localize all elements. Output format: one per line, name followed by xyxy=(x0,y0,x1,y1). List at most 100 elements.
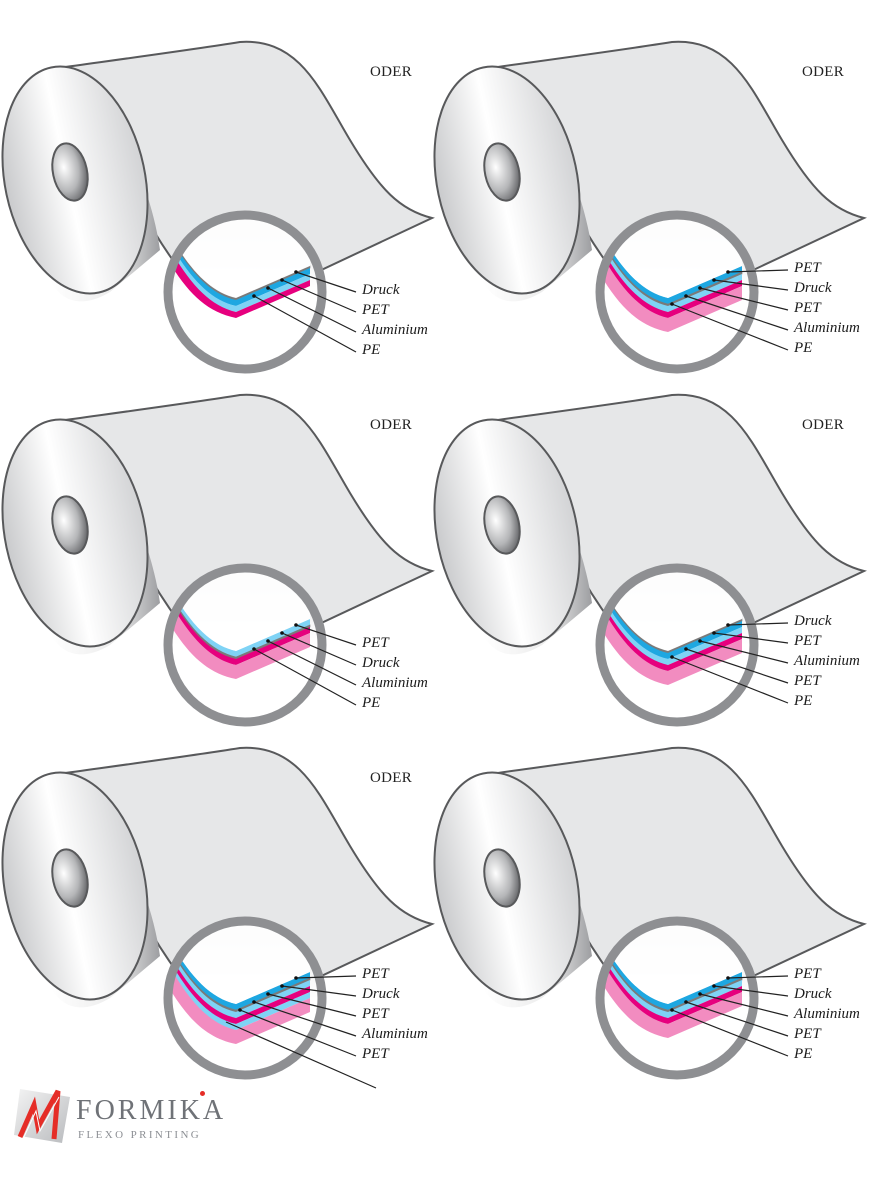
laminate-top-surface xyxy=(604,572,742,651)
leader-line xyxy=(267,640,357,686)
leader-line xyxy=(727,269,789,273)
leader-line xyxy=(225,1021,377,1089)
magnifier-ring xyxy=(163,916,327,1080)
leader-line xyxy=(671,1009,789,1057)
leader-dot xyxy=(712,278,716,282)
layer-label: PET xyxy=(362,966,389,982)
leader-dot xyxy=(280,984,284,988)
layer-label: PET xyxy=(362,302,389,318)
laminate-top-surface xyxy=(172,572,310,651)
magnifier-ring xyxy=(163,563,327,727)
leader-dot xyxy=(684,1000,688,1004)
formika-logo: FORMIKA FLEXO PRINTING xyxy=(14,1085,254,1150)
logo-name: FORMIKA xyxy=(76,1095,227,1126)
oder-label: ODER xyxy=(370,770,413,786)
roll-core xyxy=(51,495,89,555)
leader-line xyxy=(713,632,789,644)
leader-dot xyxy=(266,639,270,643)
magnifier-ring xyxy=(595,563,759,727)
layer-band-pe xyxy=(604,255,742,332)
leader-line xyxy=(295,975,357,979)
roll-core xyxy=(483,142,521,202)
cross-section xyxy=(604,572,743,685)
layer-label: Druck xyxy=(362,986,400,1002)
leader-dot xyxy=(670,655,674,659)
layer-label: PET xyxy=(794,673,821,689)
cross-section xyxy=(604,219,743,332)
leader-line xyxy=(295,624,357,646)
leader-dot xyxy=(684,647,688,651)
cross-section xyxy=(172,925,311,1044)
leader-line xyxy=(699,640,789,664)
leader-line xyxy=(685,648,789,684)
laminate-top-surface xyxy=(172,219,310,298)
layer-label: Druck xyxy=(362,282,400,298)
layer-label: PET xyxy=(362,635,389,651)
leader-line xyxy=(685,1001,789,1037)
leader-line xyxy=(295,271,357,293)
leader-line xyxy=(281,279,357,313)
oder-label: ODER xyxy=(802,417,845,433)
leader-line xyxy=(281,985,357,997)
roll-illustration xyxy=(433,40,867,374)
roll-core xyxy=(483,848,521,908)
leader-dot xyxy=(266,992,270,996)
layer-label: PET xyxy=(794,260,821,276)
leader-dot xyxy=(726,270,730,274)
layer-label: PE xyxy=(794,340,813,356)
roll-core xyxy=(51,848,89,908)
layer-label: Aluminium xyxy=(362,675,428,691)
leader-dot xyxy=(698,639,702,643)
leader-dot xyxy=(294,270,298,274)
leader-line xyxy=(685,295,789,331)
leader-line xyxy=(671,303,789,351)
leader-dot xyxy=(726,623,730,627)
magnifier-ring xyxy=(163,210,327,374)
leader-dot xyxy=(670,302,674,306)
layer-band-pe xyxy=(604,608,742,685)
roll-core xyxy=(483,495,521,555)
layer-label: PET xyxy=(362,1046,389,1062)
roll-core xyxy=(51,142,89,202)
leader-dot xyxy=(294,623,298,627)
leader-dot xyxy=(684,294,688,298)
laminate-top-surface xyxy=(604,219,742,298)
layer-label: PET xyxy=(794,1026,821,1042)
leader-dot xyxy=(238,1008,242,1012)
leader-dot xyxy=(712,984,716,988)
logo-subtitle: FLEXO PRINTING xyxy=(78,1129,202,1141)
leader-dot xyxy=(280,631,284,635)
leader-line xyxy=(713,279,789,291)
layer-label: PE xyxy=(362,695,381,711)
leader-line xyxy=(699,287,789,311)
leader-line xyxy=(713,985,789,997)
layer-label: Druck xyxy=(794,613,832,629)
magnifier-ring xyxy=(595,916,759,1080)
oder-label: ODER xyxy=(802,64,845,80)
layer-label: PE xyxy=(794,1046,813,1062)
roll-illustration xyxy=(1,40,435,374)
layer-label: PET xyxy=(794,633,821,649)
layer-label: PET xyxy=(794,966,821,982)
layer-label: Druck xyxy=(362,655,400,671)
logo-dot xyxy=(200,1091,205,1096)
layer-label: Aluminium xyxy=(794,653,860,669)
formika-logo-mark-icon xyxy=(14,1089,70,1143)
layer-label: Aluminium xyxy=(794,320,860,336)
roll-illustration xyxy=(1,393,435,727)
leader-line xyxy=(253,1001,357,1037)
layer-label: Aluminium xyxy=(362,1026,428,1042)
layer-label: PET xyxy=(362,1006,389,1022)
leader-dot xyxy=(252,1000,256,1004)
cross-section xyxy=(172,219,311,318)
leader-line xyxy=(267,993,357,1017)
magnifier-ring xyxy=(595,210,759,374)
